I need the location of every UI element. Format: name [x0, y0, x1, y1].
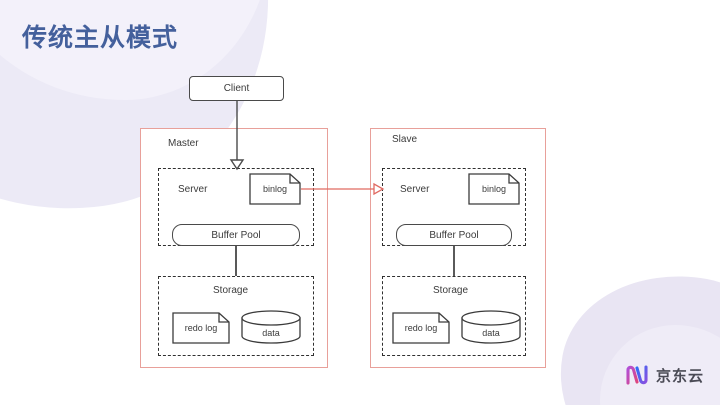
document-icon [172, 312, 230, 344]
master-binlog-label: binlog [262, 184, 288, 194]
client-box: Client [189, 76, 284, 101]
database-cylinder-icon [461, 310, 521, 344]
slave-buffer-pool: Buffer Pool [396, 224, 512, 246]
document-icon [468, 173, 520, 205]
slave-label: Slave [392, 134, 418, 145]
document-icon [392, 312, 450, 344]
master-data-cylinder: data [241, 310, 301, 344]
brand-name: 京东云 [655, 367, 704, 385]
slide-title: 传统主从模式 [22, 24, 179, 52]
master-buffer-pool-label: Buffer Pool [211, 229, 261, 241]
master-label: Master [168, 138, 199, 149]
master-server-label: Server [178, 184, 208, 195]
slave-redo-log-document: redo log [392, 312, 450, 344]
master-binlog-document: binlog [249, 173, 301, 205]
brand-logo: 京东云 [624, 363, 704, 387]
slave-binlog-document: binlog [468, 173, 520, 205]
master-data-label: data [262, 328, 280, 338]
slave-redo-log-label: redo log [404, 323, 438, 333]
jdcloud-n-logo-icon [626, 365, 648, 385]
master-redo-log-document: redo log [172, 312, 230, 344]
slave-server-label: Server [400, 184, 430, 195]
slave-storage-label: Storage [433, 285, 469, 296]
slave-binlog-label: binlog [481, 184, 507, 194]
master-buffer-pool: Buffer Pool [172, 224, 300, 246]
database-cylinder-icon [241, 310, 301, 344]
slave-data-label: data [482, 328, 500, 338]
client-label: Client [223, 83, 250, 94]
master-storage-label: Storage [213, 285, 249, 296]
slave-data-cylinder: data [461, 310, 521, 344]
document-icon [249, 173, 301, 205]
master-redo-log-label: redo log [184, 323, 218, 333]
slave-buffer-pool-label: Buffer Pool [429, 229, 479, 241]
